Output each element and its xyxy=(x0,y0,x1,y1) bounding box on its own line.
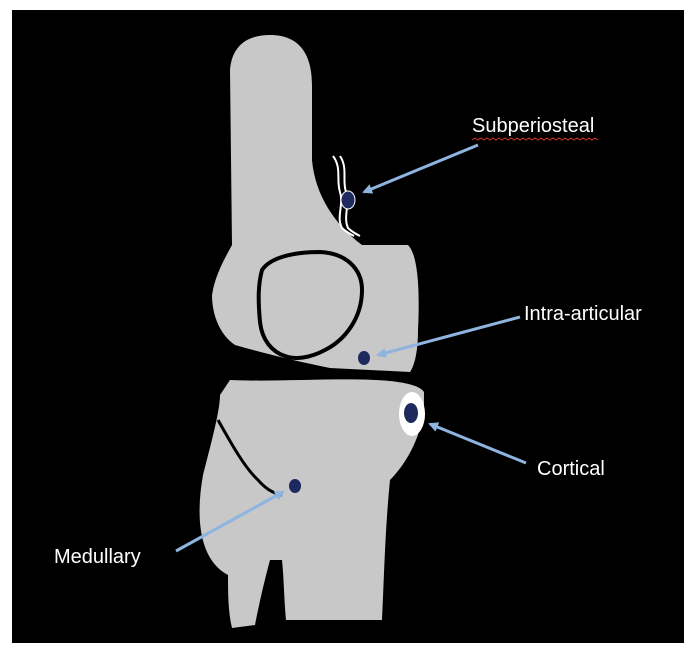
cortical-lesion-group xyxy=(399,392,425,436)
subperiosteal-lesion xyxy=(341,191,355,209)
subperiosteal-label: Subperiosteal xyxy=(472,115,594,137)
medullary-label: Medullary xyxy=(54,546,141,568)
cortical-lesion xyxy=(404,403,418,423)
cortical-label: Cortical xyxy=(537,458,605,480)
intra-articular-label: Intra-articular xyxy=(524,303,642,325)
intra-articular-lesion xyxy=(358,351,370,365)
medullary-lesion xyxy=(289,479,301,493)
